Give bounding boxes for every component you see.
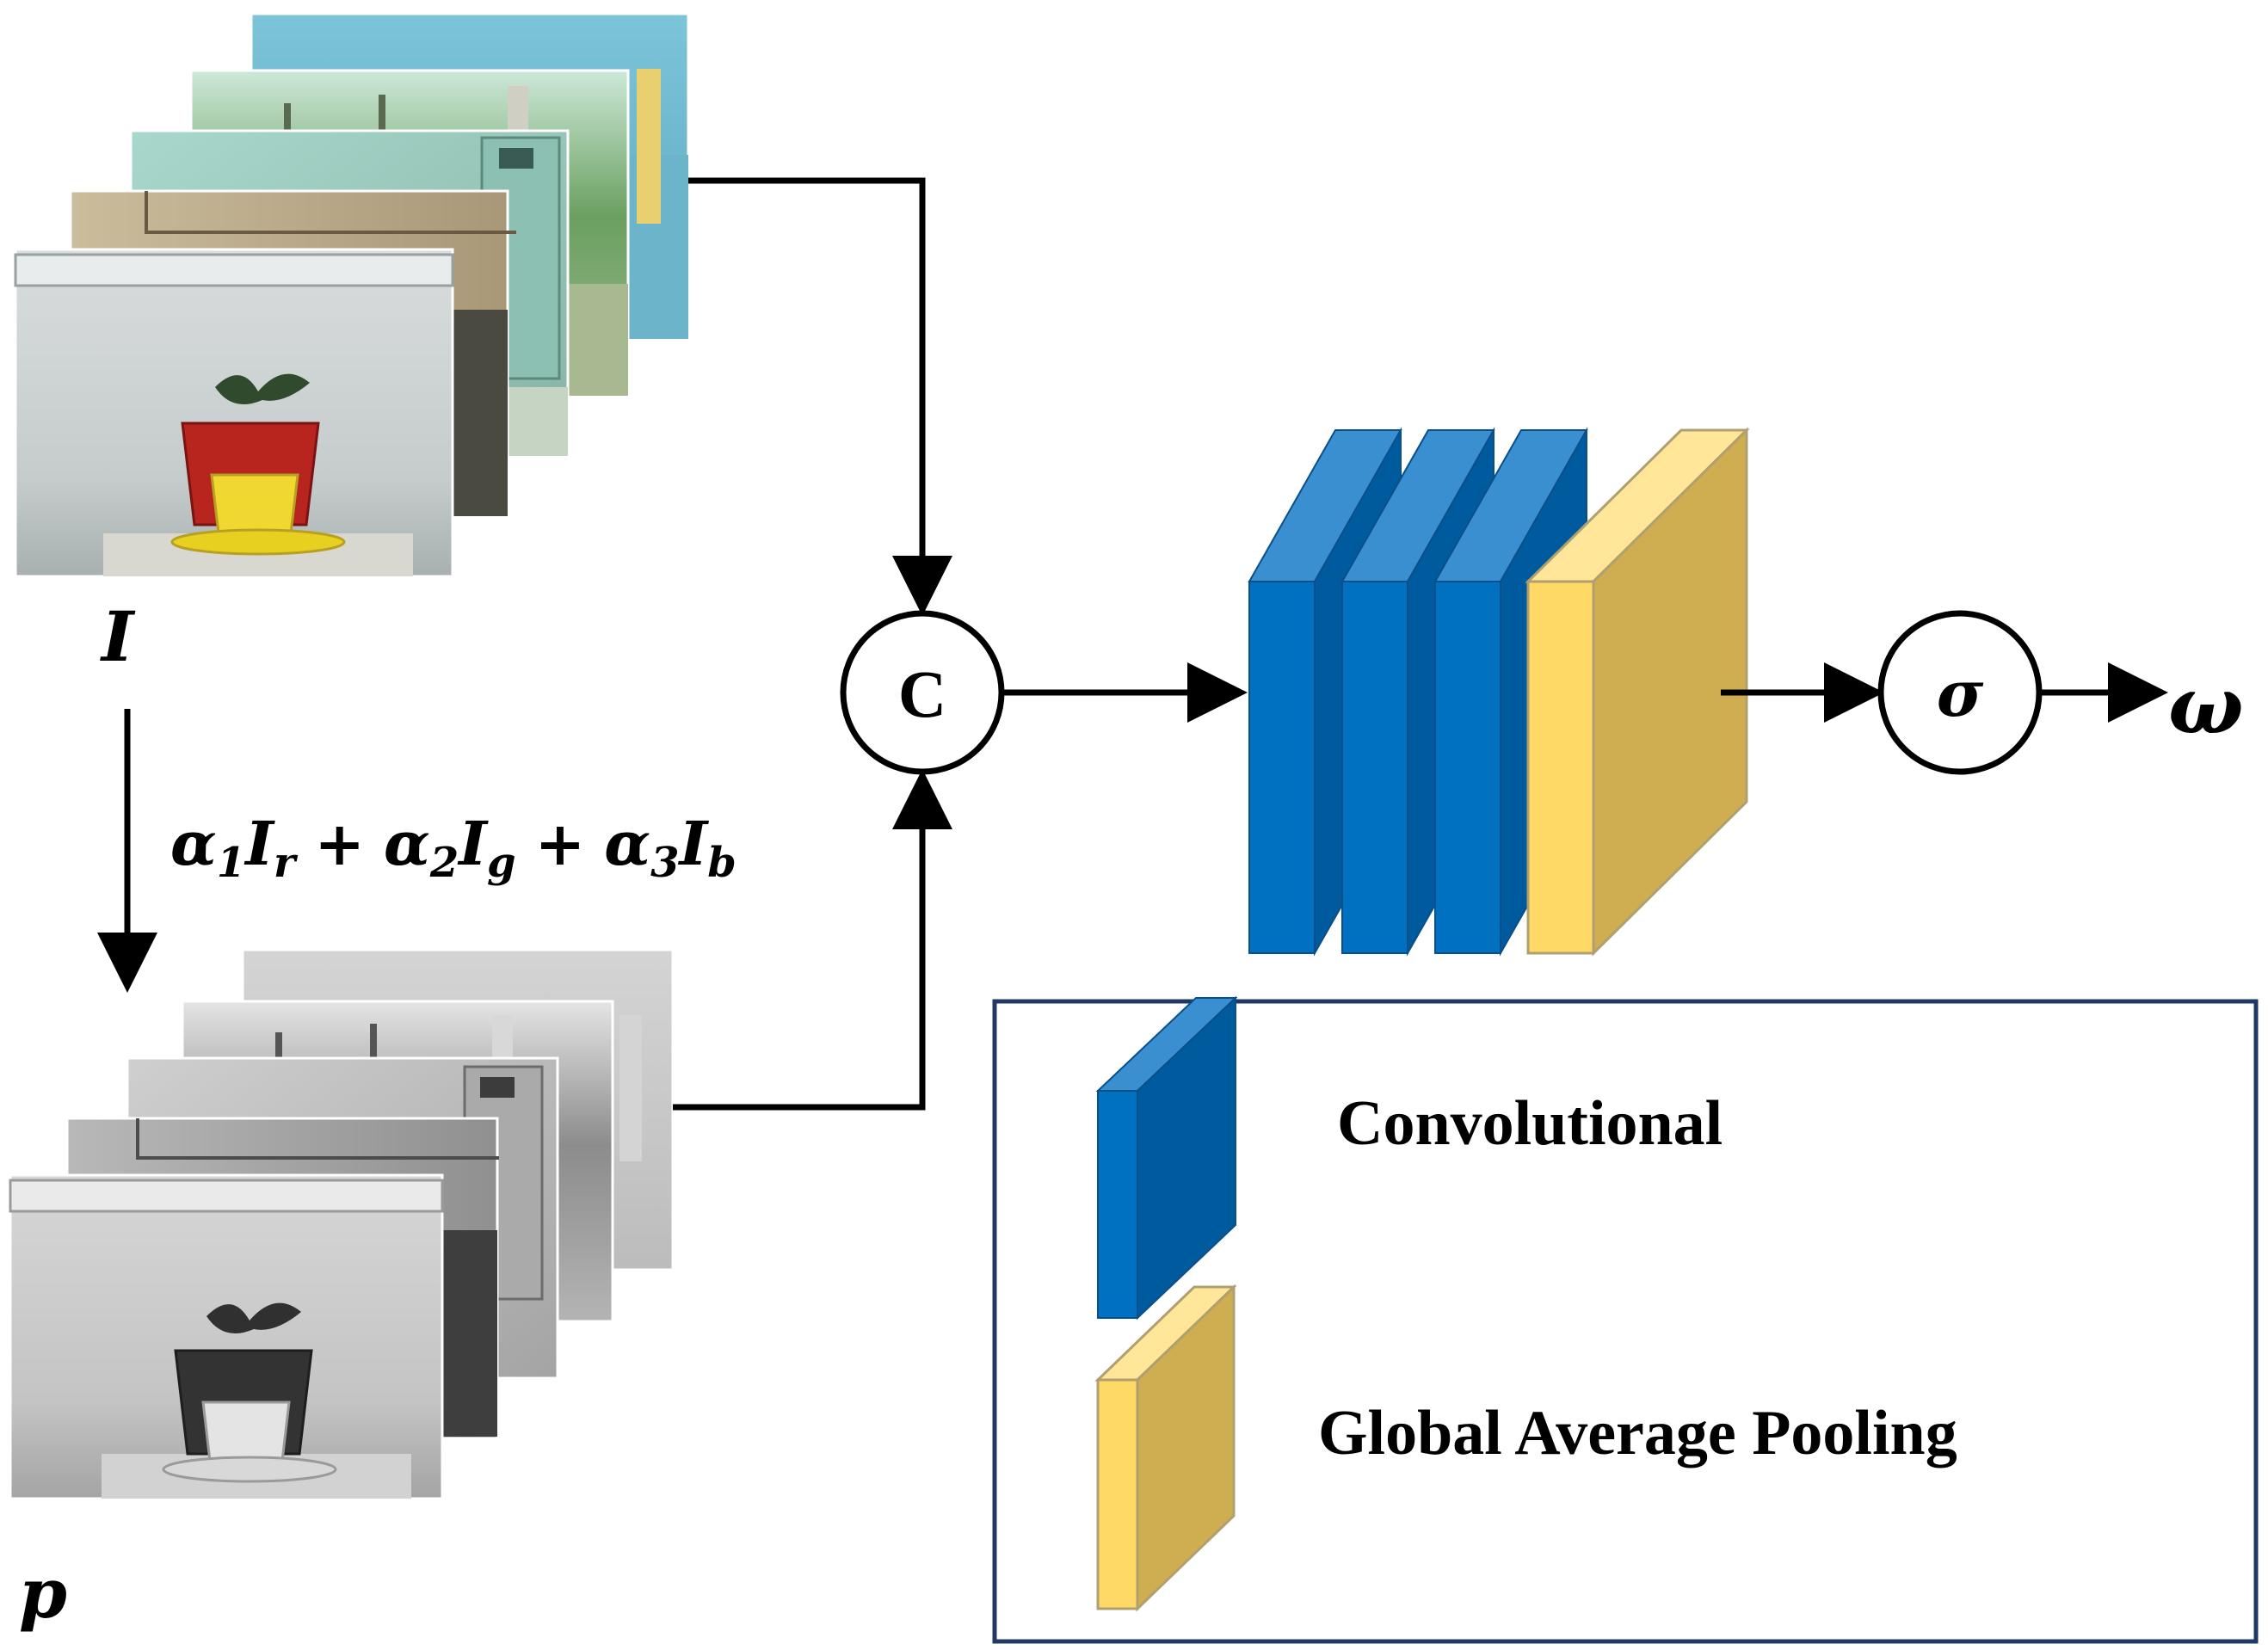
grayscale-formula: α1Ir+α2Ig+α3Ib xyxy=(170,808,736,887)
gap-block xyxy=(1525,427,1750,957)
legend-box: Convolutional Global Average Pooling xyxy=(992,995,2259,1644)
color-image-stack xyxy=(14,12,690,578)
legend-conv-label: Convolutional xyxy=(1337,1088,1723,1159)
color-frame-1 xyxy=(14,248,454,578)
gray-image-stack xyxy=(9,948,675,1500)
connector-gray-to-concat xyxy=(673,769,952,1111)
legend-conv-swatch xyxy=(1095,995,1238,1321)
legend-gap-label: Global Average Pooling xyxy=(1318,1398,1957,1468)
connector-color-to-concat xyxy=(688,177,952,616)
layer-blocks xyxy=(1248,427,1750,957)
input-symbol: I xyxy=(100,596,136,677)
gray-symbol: p xyxy=(19,1553,67,1634)
gray-frame-1 xyxy=(9,1173,444,1500)
legend-gap-swatch xyxy=(1094,1284,1237,1612)
concat-label: C xyxy=(898,656,946,731)
output-symbol: ω xyxy=(2168,659,2244,752)
sigmoid-label: σ xyxy=(1937,657,1984,731)
